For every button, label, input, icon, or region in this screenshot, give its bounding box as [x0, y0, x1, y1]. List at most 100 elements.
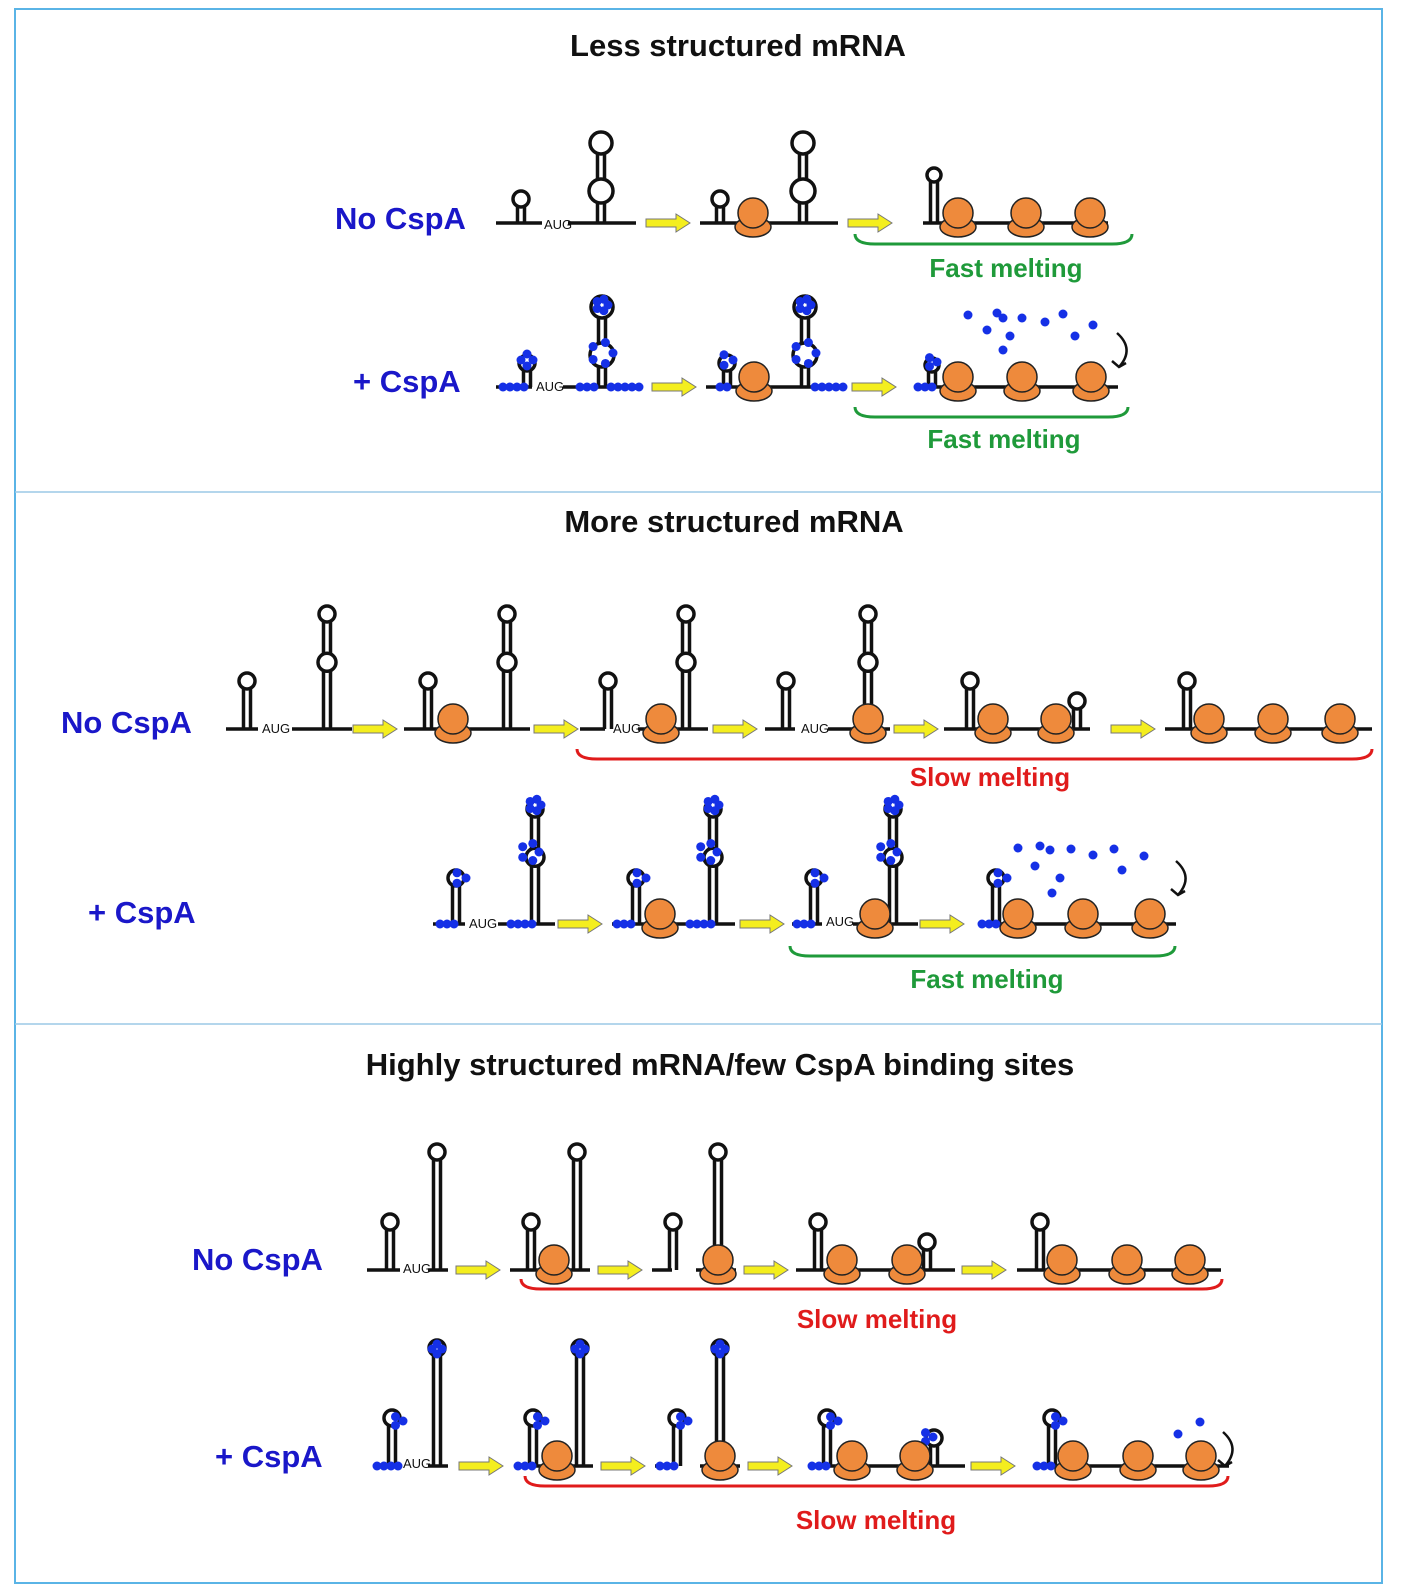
cspa-protein-dot-icon: [372, 1461, 382, 1471]
cspa-protein-dot-icon: [1058, 1416, 1068, 1426]
panel-title-more-structured: More structured mRNA: [564, 504, 903, 539]
cspa-protein-dot-icon: [712, 847, 722, 857]
ribosome-icon: [1254, 703, 1292, 744]
start-codon-label: AUG: [403, 1456, 431, 1471]
cspa-protein-dot-icon: [1066, 844, 1076, 854]
cspa-protein-dot-icon: [706, 919, 716, 929]
melting-bracket: [853, 406, 1130, 419]
cspa-protein-dot-icon: [516, 355, 526, 365]
ribosome-icon: [641, 898, 679, 939]
ribosome-icon: [1171, 1244, 1209, 1285]
cspa-protein-dot-icon: [632, 878, 642, 888]
cspa-protein-dot-icon: [527, 1461, 537, 1471]
cspa-protein-dot-icon: [513, 919, 523, 929]
cspa-protein-dot-icon: [706, 856, 716, 866]
cspa-proteins: [372, 294, 1205, 1471]
cspa-protein-dot-icon: [1040, 317, 1050, 327]
cspa-protein-dot-icon: [512, 382, 522, 392]
stem-loop-icon: [427, 1142, 447, 1270]
ribosomes: [434, 197, 1359, 1481]
cspa-protein-dot-icon: [449, 919, 459, 929]
cspa-protein-dot-icon: [921, 1428, 930, 1438]
cspa-protein-dot-icon: [676, 1412, 685, 1422]
row-label-no-cspa: No CspA: [61, 705, 192, 740]
cspa-protein-dot-icon: [461, 873, 471, 883]
stem-loop-icon: [710, 189, 730, 223]
yellow-arrow-icon: [919, 914, 965, 934]
stem-loop-icon: [1030, 1212, 1050, 1270]
ribosome-icon: [1043, 1244, 1081, 1285]
stem-loop-icon: [1067, 691, 1087, 729]
ribosome-icon: [1072, 361, 1110, 402]
cspa-protein-dot-icon: [998, 313, 1008, 323]
cspa-protein-dot-icon: [641, 873, 651, 883]
cspa-protein-dot-icon: [518, 842, 528, 852]
cspa-protein-dot-icon: [993, 868, 1003, 878]
cspa-protein-dot-icon: [799, 919, 809, 929]
transition-arrows: [352, 213, 1156, 1476]
cspa-protein-dot-icon: [1030, 861, 1040, 871]
yellow-arrow-icon: [645, 213, 691, 233]
cspa-protein-dot-icon: [379, 1461, 389, 1471]
curved-release-arrow-icon: [1175, 860, 1187, 896]
cspa-protein-dot-icon: [706, 838, 716, 848]
melting-bracket: [788, 945, 1177, 958]
stem-loop-icon: [427, 1338, 447, 1466]
stem-loop-icon: [587, 130, 615, 223]
cspa-protein-dot-icon: [802, 294, 812, 304]
yellow-arrow-icon: [893, 719, 939, 739]
cspa-protein-dot-icon: [606, 382, 616, 392]
cspa-protein-dot-icon: [582, 382, 592, 392]
cspa-protein-dot-icon: [518, 852, 528, 862]
cspa-protein-dot-icon: [993, 878, 1003, 888]
curved-release-arrow-icon: [1222, 1431, 1234, 1467]
cspa-protein-dot-icon: [831, 382, 841, 392]
stem-loop-icon: [986, 868, 1006, 924]
cspa-protein-dot-icon: [1046, 1461, 1056, 1471]
stem-loop-icon: [380, 1212, 400, 1270]
ribosome-icon: [735, 361, 773, 402]
ribosome-icon: [538, 1440, 576, 1481]
cspa-protein-dot-icon: [791, 354, 801, 364]
yellow-arrow-icon: [851, 377, 897, 397]
cspa-protein-dot-icon: [575, 1339, 585, 1349]
cspa-protein-dot-icon: [685, 919, 695, 929]
start-codon-label: AUG: [536, 379, 564, 394]
row-label-plus-cspa: + CspA: [215, 1439, 323, 1474]
cspa-protein-dot-icon: [432, 1339, 442, 1349]
stem-loop-icon: [316, 604, 338, 729]
ribosome-icon: [888, 1244, 926, 1285]
cspa-protein-dot-icon: [655, 1461, 665, 1471]
cspa-protein-dot-icon: [719, 360, 729, 370]
cspa-protein-dot-icon: [833, 1416, 843, 1426]
ribosome-icon: [833, 1440, 871, 1481]
cspa-protein-dot-icon: [699, 919, 709, 929]
ribosome-icon: [856, 898, 894, 939]
yellow-arrow-icon: [961, 1260, 1007, 1280]
cspa-protein-dot-icon: [890, 794, 900, 804]
cspa-protein-dot-icon: [513, 1461, 523, 1471]
cspa-protein-dot-icon: [1070, 331, 1080, 341]
cspa-protein-dot-icon: [703, 804, 713, 814]
cspa-protein-dot-icon: [692, 919, 702, 929]
cspa-protein-dot-icon: [977, 919, 987, 929]
cspa-protein-dot-icon: [1039, 1461, 1049, 1471]
cspa-protein-dot-icon: [710, 794, 720, 804]
melting-bracket: [523, 1475, 1230, 1488]
cspa-protein-dot-icon: [662, 1461, 672, 1471]
cspa-protein-dot-icon: [608, 348, 618, 358]
cspa-protein-dot-icon: [1173, 1429, 1183, 1439]
cspa-protein-dot-icon: [982, 325, 992, 335]
cspa-protein-dot-icon: [589, 382, 599, 392]
cspa-protein-dot-icon: [928, 1432, 938, 1442]
cspa-protein-dot-icon: [520, 919, 530, 929]
cspa-protein-dot-icon: [984, 919, 994, 929]
cspa-protein-dot-icon: [527, 919, 537, 929]
cspa-protein-dot-icon: [810, 878, 820, 888]
start-codon-label: AUG: [403, 1261, 431, 1276]
melting-bracket: [519, 1278, 1224, 1291]
yellow-arrow-icon: [847, 213, 893, 233]
ribosome-icon: [1037, 703, 1075, 744]
cspa-protein-dot-icon: [600, 338, 610, 348]
